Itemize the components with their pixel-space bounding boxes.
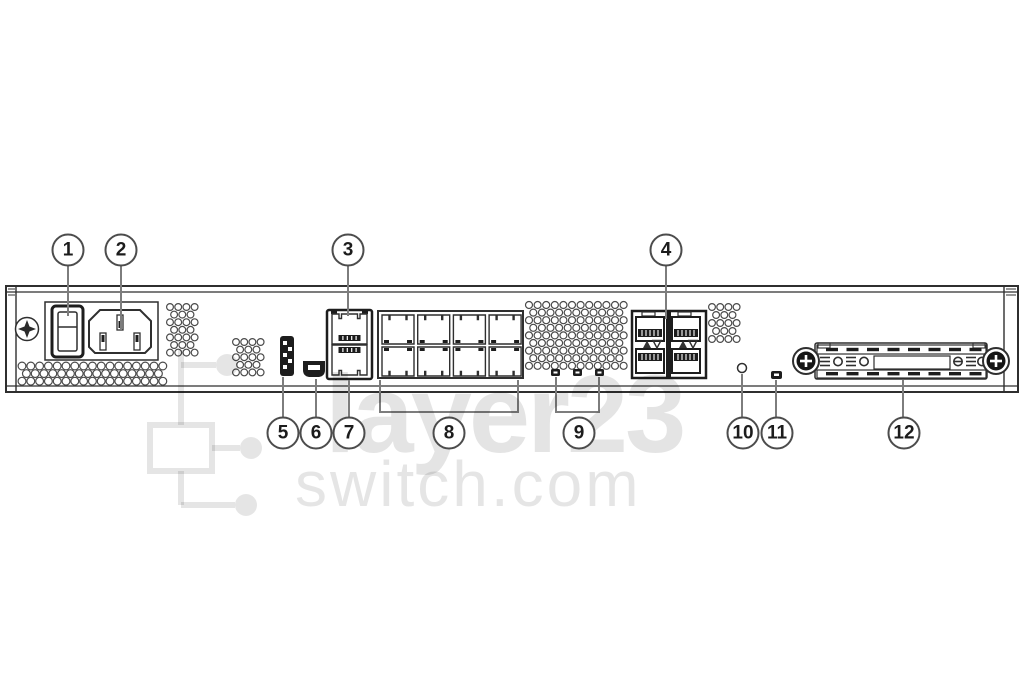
leader-line-6 bbox=[315, 379, 317, 417]
vent-grid bbox=[524, 300, 628, 370]
management-port-stack bbox=[325, 308, 522, 381]
leader-line-3 bbox=[347, 266, 349, 316]
callout-6: 6 bbox=[299, 416, 333, 450]
mini-usb-port bbox=[303, 361, 325, 377]
reset-button bbox=[736, 362, 748, 374]
callout-8: 8 bbox=[432, 416, 466, 450]
callout-7: 7 bbox=[332, 416, 366, 450]
callout-1: 1 bbox=[51, 233, 85, 267]
leader-line-1 bbox=[67, 266, 69, 316]
leader-line-7 bbox=[348, 380, 350, 417]
thumbscrew-icon bbox=[982, 347, 1010, 375]
ssd-slot bbox=[792, 342, 1010, 380]
screw-icon bbox=[14, 316, 40, 342]
sfp-port-block bbox=[630, 309, 708, 380]
thumbscrew-icon bbox=[792, 347, 820, 375]
pin-header-connector bbox=[280, 336, 294, 376]
ethernet-port-block bbox=[377, 310, 524, 379]
callout-5: 5 bbox=[266, 416, 300, 450]
leader-line-5 bbox=[282, 377, 284, 417]
indicator-led bbox=[771, 371, 782, 379]
callout-10: 10 bbox=[726, 416, 760, 450]
callout-2: 2 bbox=[104, 233, 138, 267]
callout-4: 4 bbox=[649, 233, 683, 267]
leader-line-2 bbox=[120, 266, 122, 330]
power-module bbox=[44, 301, 159, 361]
leader-line-12 bbox=[902, 380, 904, 417]
callout-9: 9 bbox=[562, 416, 596, 450]
vent-grid bbox=[166, 303, 199, 357]
leader-line-11 bbox=[775, 380, 777, 417]
leader-line-4 bbox=[665, 266, 667, 319]
leader-bracket-9 bbox=[555, 377, 600, 413]
vent-grid bbox=[17, 361, 168, 386]
leader-bracket-8 bbox=[379, 380, 519, 413]
status-leds bbox=[551, 369, 604, 376]
leader-line-10 bbox=[741, 374, 743, 417]
vent-grid bbox=[707, 303, 741, 344]
callout-11: 11 bbox=[760, 416, 794, 450]
callout-3: 3 bbox=[331, 233, 365, 267]
slot-glyphs bbox=[820, 356, 987, 367]
vent-grid bbox=[232, 338, 265, 377]
callout-12: 12 bbox=[887, 416, 921, 450]
